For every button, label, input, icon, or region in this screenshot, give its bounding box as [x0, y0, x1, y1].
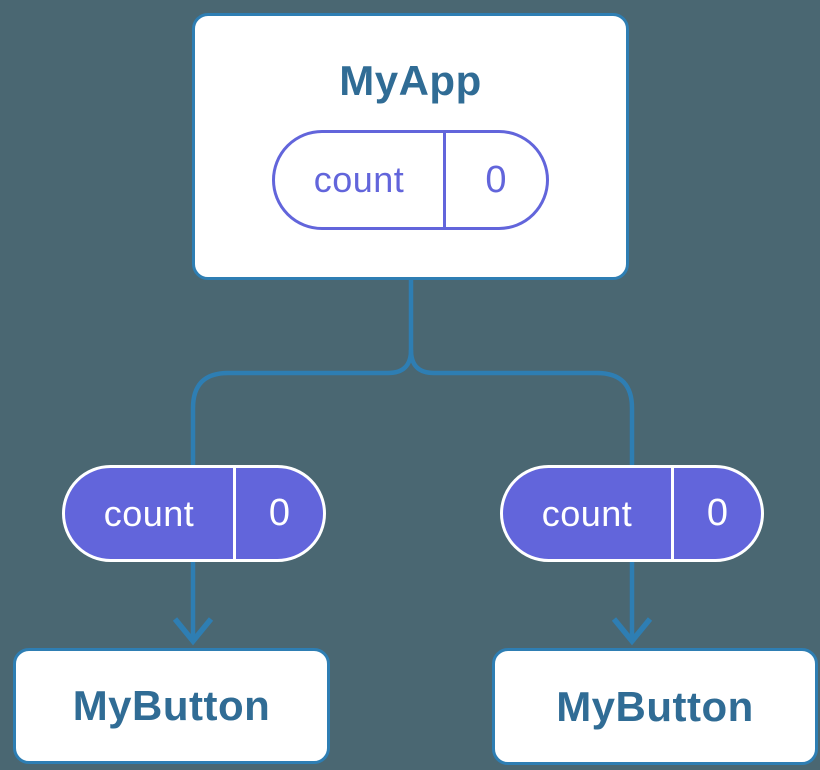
state-value: 0: [485, 158, 507, 201]
pill-divider: [443, 133, 446, 227]
node-title: MyButton: [72, 682, 271, 729]
state-name: count: [541, 492, 633, 534]
node-title: MyApp: [339, 57, 482, 104]
state-name: count: [313, 159, 405, 200]
node-mybutton-right: MyButton: [492, 648, 818, 765]
pill-divider: [671, 468, 674, 559]
state-pill-root: count 0: [272, 130, 549, 230]
connector-branch-left: [190, 349, 414, 639]
state-value: 0: [268, 492, 291, 534]
state-value: 0: [706, 492, 729, 534]
state-pill-left: count 0: [62, 465, 326, 562]
state-pill-right: count 0: [500, 465, 764, 562]
node-title: MyButton: [556, 682, 754, 730]
arrow-down-icon: [172, 617, 214, 646]
node-myapp: MyApp count 0: [192, 13, 629, 280]
state-name: count: [103, 492, 195, 534]
connector-branch-right: [408, 349, 635, 639]
arrow-down-icon: [611, 617, 653, 646]
pill-divider: [233, 468, 236, 559]
node-mybutton-left: MyButton: [13, 648, 330, 764]
